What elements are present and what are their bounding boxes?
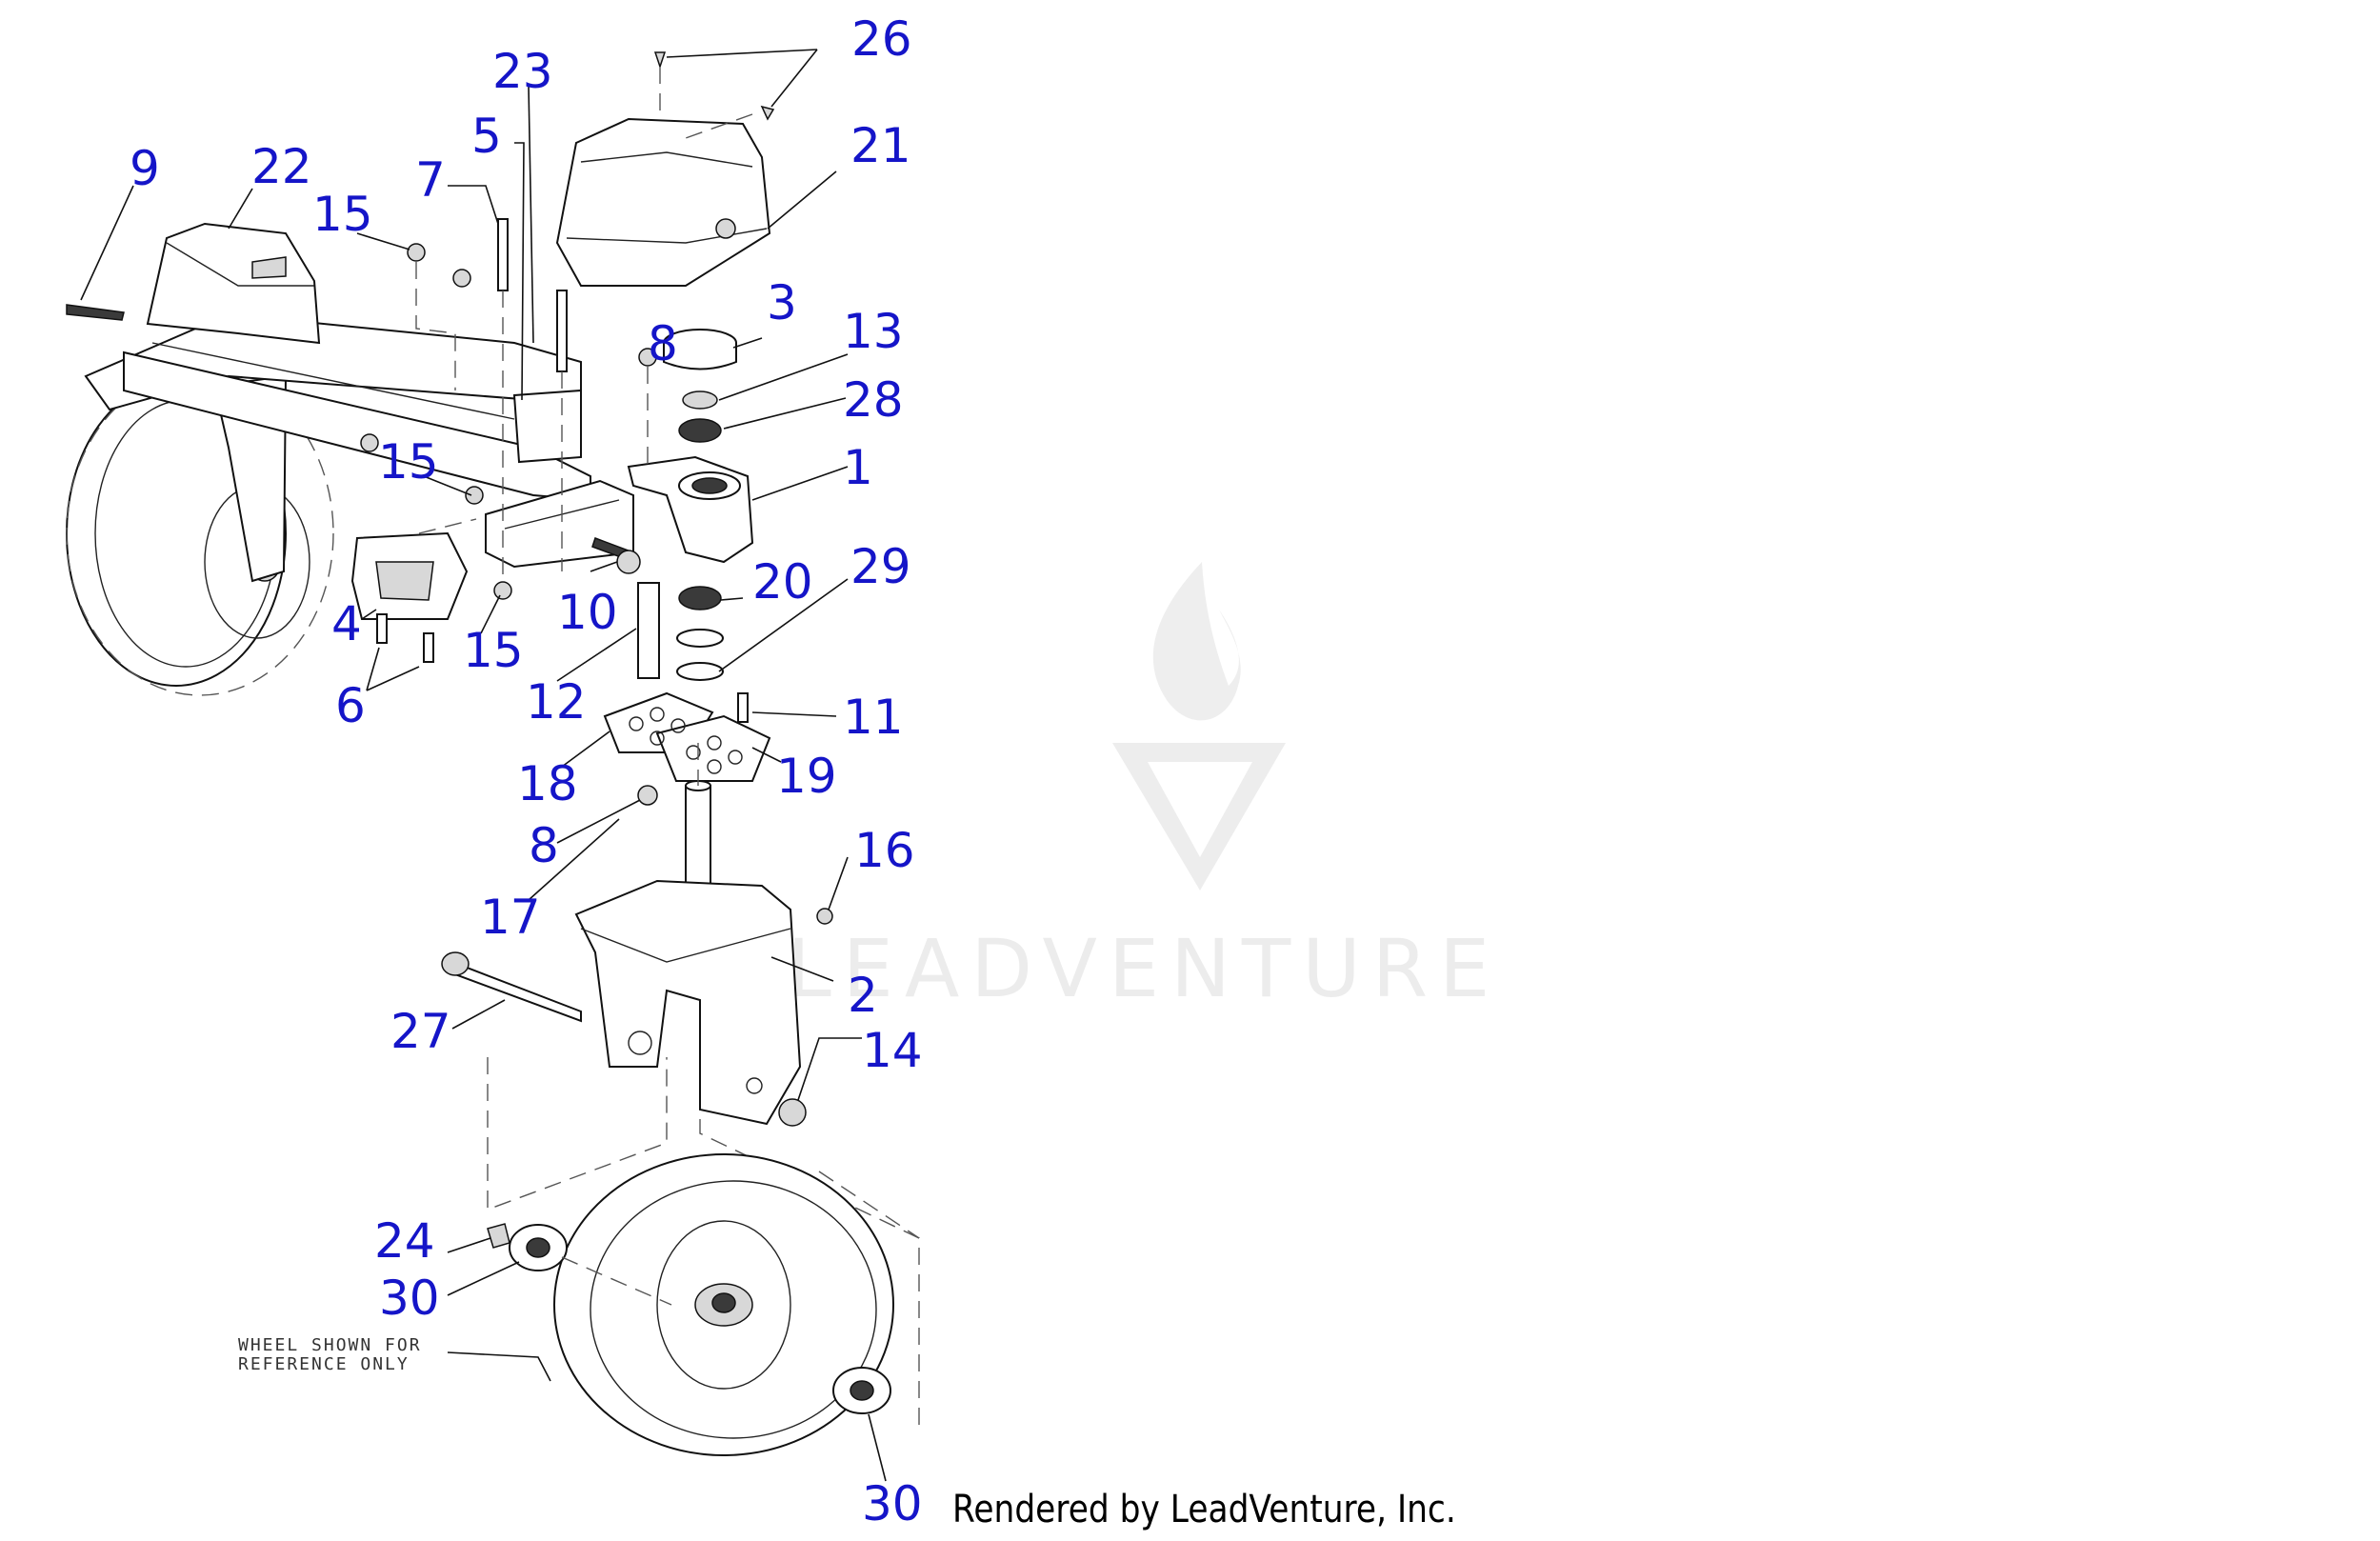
callout-1: 1 [843,440,873,495]
callout-9: 9 [130,141,160,196]
caster-pivot-assembly [441,51,920,1429]
callout-11: 11 [843,690,904,745]
callout-19: 19 [776,749,837,804]
callout-labels: 26 23 5 21 9 22 15 7 3 13 8 28 1 15 20 2… [130,11,923,1531]
callout-5: 5 [471,109,502,164]
callout-8-top: 8 [648,316,678,371]
leader-lines [80,49,887,1482]
callout-3: 3 [767,275,797,330]
callout-12: 12 [526,674,587,730]
callout-7: 7 [415,152,446,208]
callout-30-left: 30 [379,1271,440,1326]
callout-17: 17 [480,890,541,945]
callout-22: 22 [251,139,312,194]
callout-27: 27 [390,1004,451,1059]
callout-4: 4 [331,596,362,651]
note-line-2: REFERENCE ONLY [238,1354,410,1374]
callout-30-right: 30 [862,1476,923,1531]
callout-2: 2 [848,968,878,1023]
callout-21: 21 [850,118,911,173]
callout-10: 10 [557,585,618,640]
note-line-1: WHEEL SHOWN FOR [238,1335,422,1355]
callout-23: 23 [492,44,553,99]
callout-15-top: 15 [312,187,373,242]
callout-29: 29 [850,539,911,594]
callout-14: 14 [862,1023,923,1078]
callout-15-low: 15 [463,623,524,678]
callout-16: 16 [854,823,915,878]
footer-credit: Rendered by LeadVenture, Inc. [952,1488,1456,1531]
watermark-logo [1112,562,1286,891]
callout-28: 28 [843,372,904,428]
callout-8-low: 8 [529,818,559,873]
callout-20: 20 [752,554,813,610]
callout-15-mid: 15 [378,434,439,490]
callout-18: 18 [517,756,578,811]
callout-6: 6 [335,678,366,733]
watermark-text: LEADVENTURE [787,922,1502,1015]
frame-assembly [66,218,641,696]
callout-26: 26 [851,11,912,67]
callout-13: 13 [843,304,904,359]
callout-24: 24 [374,1213,435,1269]
lower-wheel [487,1153,920,1456]
wheel-reference-note: WHEEL SHOWN FOR REFERENCE ONLY [238,1335,422,1374]
